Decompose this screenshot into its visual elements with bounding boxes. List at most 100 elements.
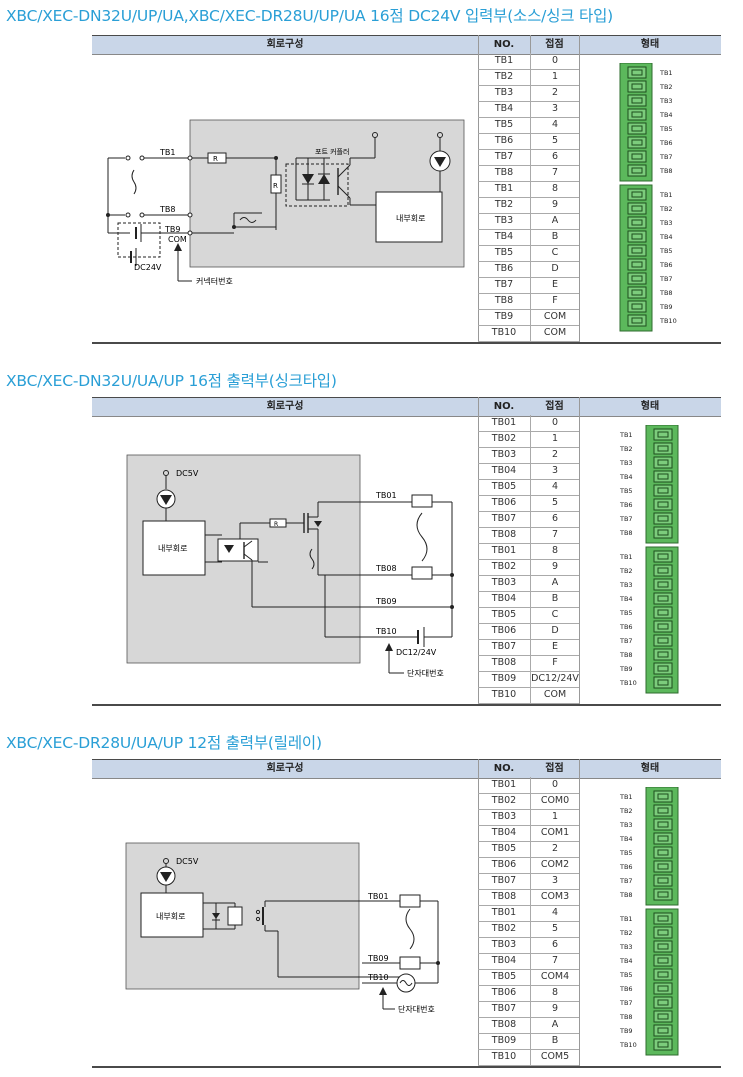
pin-point: B xyxy=(551,593,559,604)
label-tb09: TB09 xyxy=(375,597,397,606)
label-connector-no: 커넥터번호 xyxy=(196,276,233,286)
pin-no: TB09 xyxy=(491,1035,517,1046)
pin-point: 3 xyxy=(551,875,559,886)
pin-no: TB3 xyxy=(494,87,514,98)
terminal-label: TB6 xyxy=(619,863,633,871)
terminal-label: TB10 xyxy=(659,317,677,325)
terminal-label: TB2 xyxy=(659,205,673,213)
pin-no: TB1 xyxy=(494,55,514,66)
table-row: TB04 7 xyxy=(478,953,579,970)
terminal-label: TB2 xyxy=(619,807,633,815)
terminal-pin xyxy=(627,80,647,93)
terminal-label: TB3 xyxy=(619,581,633,589)
pin-point: 0 xyxy=(551,417,559,428)
terminal-label: TB4 xyxy=(619,473,633,481)
terminal-pin xyxy=(653,818,673,831)
pin-point: 7 xyxy=(551,955,559,966)
pin-no: TB6 xyxy=(494,135,514,146)
pin-no: TB3 xyxy=(494,215,514,226)
pin-no: TB10 xyxy=(491,1051,517,1062)
table-row: TB3 A xyxy=(478,213,579,230)
label-dc: DC12/24V xyxy=(396,648,437,657)
pin-no: TB02 xyxy=(491,795,517,806)
pin-no: TB07 xyxy=(491,513,517,524)
terminal-label: TB3 xyxy=(619,821,633,829)
pin-point: COM4 xyxy=(540,971,570,982)
terminal-pin xyxy=(653,442,673,455)
section-title: XBC/XEC-DN32U/UP/UA,XBC/XEC-DR28U/UP/UA … xyxy=(6,7,614,25)
terminal-pin xyxy=(627,258,647,271)
pin-no: TB02 xyxy=(491,561,517,572)
header-point: 접점 xyxy=(545,401,564,412)
terminal-label: TB7 xyxy=(619,637,633,645)
label-com: COM xyxy=(168,235,187,244)
terminal-pin xyxy=(653,926,673,939)
pin-no: TB10 xyxy=(491,327,517,338)
connector-terminal-block: TB1TB2TB3TB4TB5TB6TB7TB8TB1TB2TB3TB4TB5T… xyxy=(619,425,679,694)
pin-point: COM xyxy=(543,327,567,338)
terminal-label: TB10 xyxy=(619,679,637,687)
terminal-pin xyxy=(627,164,647,177)
pin-point: 5 xyxy=(551,923,559,934)
pin-no: TB5 xyxy=(494,247,514,258)
pin-point: 4 xyxy=(551,481,559,492)
terminal-pin xyxy=(627,314,647,327)
terminal-label: TB10 xyxy=(619,1041,637,1049)
pin-point: 6 xyxy=(551,939,559,950)
table-header: 회로구성 NO. 접점 형태 xyxy=(92,397,721,417)
terminal-pin xyxy=(653,940,673,953)
terminal-label: TB9 xyxy=(619,1027,633,1035)
pin-point: COM xyxy=(543,311,567,322)
terminal-pin xyxy=(653,832,673,845)
pin-point: B xyxy=(551,1035,559,1046)
pin-point: 5 xyxy=(551,135,559,146)
pin-point: 6 xyxy=(551,151,559,162)
terminal-label: TB5 xyxy=(659,125,673,133)
pin-point: 9 xyxy=(551,561,559,572)
pin-point: A xyxy=(551,215,559,226)
pin-point: 5 xyxy=(551,497,559,508)
header-point: 접점 xyxy=(545,763,564,774)
terminal-label: TB5 xyxy=(619,487,633,495)
terminal-pin xyxy=(627,216,647,229)
terminal-label: TB1 xyxy=(619,553,633,561)
pin-no: TB2 xyxy=(494,199,514,210)
terminal-pin xyxy=(627,286,647,299)
terminal-label: TB7 xyxy=(619,999,633,1007)
terminal-label: TB3 xyxy=(619,943,633,951)
terminal-pin xyxy=(653,1010,673,1023)
pin-no: TB04 xyxy=(491,955,517,966)
header-form: 형태 xyxy=(640,401,660,412)
pin-no: TB01 xyxy=(491,907,517,918)
pin-point: A xyxy=(551,577,559,588)
pin-no: TB09 xyxy=(491,673,517,684)
terminal-label: TB8 xyxy=(659,289,673,297)
input-circuit-diagram: TB1 TB8 TB9 COM DC24V R R 포트 커플러 xyxy=(106,119,465,286)
terminal-label: TB3 xyxy=(659,219,673,227)
terminal-label: TB5 xyxy=(619,609,633,617)
terminal-pin xyxy=(653,1024,673,1037)
pin-point: 8 xyxy=(551,987,559,998)
pin-point: 1 xyxy=(551,71,559,82)
pin-point: D xyxy=(551,263,559,274)
terminal-pin xyxy=(653,512,673,525)
